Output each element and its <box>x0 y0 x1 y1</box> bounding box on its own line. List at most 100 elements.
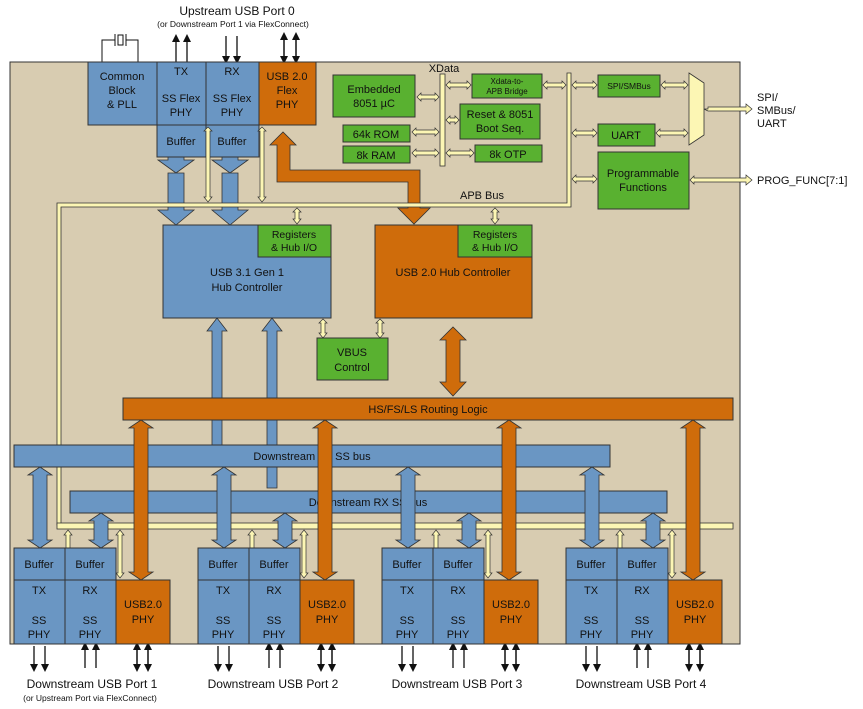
svg-text:UART: UART <box>611 130 641 142</box>
port2-ss-label: SS <box>216 615 231 627</box>
svg-text:& Hub I/O: & Hub I/O <box>271 242 317 254</box>
port3-ss-rx-label: SS <box>451 615 466 627</box>
port2-buffer-tx-label: Buffer <box>208 559 237 571</box>
svg-text:USB 2.0 Hub Controller: USB 2.0 Hub Controller <box>396 267 511 279</box>
svg-text:USB 2.0: USB 2.0 <box>267 71 308 83</box>
svg-text:Registers: Registers <box>473 229 517 241</box>
port4-buffer-tx-label: Buffer <box>576 559 605 571</box>
title: Upstream USB Port 0 <box>179 4 295 18</box>
port4-buffer-tx <box>565 547 618 581</box>
embedded-8051 <box>332 74 416 118</box>
routing-logic <box>122 397 734 421</box>
port2-apb-link-right <box>299 529 309 579</box>
port4-phy-rx-label: PHY <box>631 629 654 641</box>
port3-ss-phy-tx <box>381 579 434 645</box>
svg-text:8051 µC: 8051 µC <box>353 98 395 110</box>
port2-label: Downstream USB Port 2 <box>208 677 339 691</box>
usb20-flex-phy <box>258 61 317 126</box>
port3-tx-label: TX <box>400 585 415 597</box>
svg-text:64k ROM: 64k ROM <box>353 129 399 141</box>
spi-out-label-1: SPI/ <box>757 92 779 104</box>
port2-ss-phy-rx <box>248 579 301 645</box>
port3-phy-rx-label: PHY <box>447 629 470 641</box>
port3-phy-label: PHY <box>396 629 419 641</box>
port4-tx-label: TX <box>584 585 599 597</box>
rom-64k <box>342 124 411 143</box>
port1-ss-phy-rx <box>64 579 117 645</box>
spi-smbus-block <box>597 74 661 98</box>
svg-text:SS Flex: SS Flex <box>162 93 201 105</box>
usb20-hub: USB 2.0 Hub Controller Registers & Hub I… <box>374 224 533 319</box>
svg-text:Flex: Flex <box>277 85 298 97</box>
apb-bus: APB Bus <box>56 72 734 530</box>
svg-text:PHY: PHY <box>276 99 299 111</box>
svg-text:Common: Common <box>100 71 145 83</box>
svg-text:Control: Control <box>334 362 369 374</box>
svg-text:8k RAM: 8k RAM <box>356 150 395 162</box>
uart-block <box>597 123 656 147</box>
port2-usb2-label: USB2.0 <box>308 599 346 611</box>
port3-usb2-label: USB2.0 <box>492 599 530 611</box>
port2-rx-label: RX <box>266 585 282 597</box>
ss-tx-label: TX <box>174 66 189 78</box>
port3-buffer-rx-label: Buffer <box>443 559 472 571</box>
port3-buffer-rx <box>432 547 485 581</box>
port1-usb2-label: USB2.0 <box>124 599 162 611</box>
port-arrows <box>26 419 707 672</box>
port3-ss-phy-rx <box>432 579 485 645</box>
prog-func-label: PROG_FUNC[7:1] <box>757 175 847 187</box>
xdata-label: XData <box>429 63 460 75</box>
reset-boot-seq <box>459 103 541 140</box>
port3-buffer-tx <box>381 547 434 581</box>
port3-usb2-phy <box>483 579 539 645</box>
upstream-block: Common Block & PLL TX SS Flex PHY RX SS … <box>87 61 317 158</box>
svg-text:Xdata-to-: Xdata-to- <box>491 77 524 86</box>
port2-usb2-phy-label: PHY <box>316 614 339 626</box>
port1-apb-link-right <box>115 529 125 579</box>
port4-buffer-rx-label: Buffer <box>627 559 656 571</box>
svg-text:Boot Seq.: Boot Seq. <box>476 123 524 135</box>
spi-uart-mux <box>688 72 705 146</box>
port3-ss-label: SS <box>400 615 415 627</box>
port4-rx-label: RX <box>634 585 650 597</box>
usb31-hub: USB 3.1 Gen 1 Hub Controller Registers &… <box>162 224 332 319</box>
upstream-pin-arrows <box>172 32 300 64</box>
svg-text:USB 3.1 Gen 1: USB 3.1 Gen 1 <box>210 267 284 279</box>
port2-buffer-rx-label: Buffer <box>259 559 288 571</box>
port3-label: Downstream USB Port 3 <box>392 677 523 691</box>
svg-text:VBUS: VBUS <box>337 347 367 359</box>
port2-ss-rx-label: SS <box>267 615 282 627</box>
svg-text:SS Flex: SS Flex <box>213 93 252 105</box>
otp-8k <box>474 144 543 163</box>
spi-out-label-3: UART <box>757 118 787 130</box>
port3-apb-link-right <box>483 529 493 579</box>
port1-phy-label: PHY <box>28 629 51 641</box>
port1-buffer-rx <box>64 547 117 581</box>
port1-buffer-tx <box>13 547 66 581</box>
port3-rx-label: RX <box>450 585 466 597</box>
svg-text:SPI/SMBus: SPI/SMBus <box>607 81 650 91</box>
xdata-bus: XData <box>429 63 460 167</box>
svg-text:8k OTP: 8k OTP <box>489 149 526 161</box>
svg-text:Functions: Functions <box>619 182 667 194</box>
programmable-functions <box>597 151 690 210</box>
port1-ss-label: SS <box>32 615 47 627</box>
svg-text:Downstream RX SS bus: Downstream RX SS bus <box>309 497 428 509</box>
ram-8k <box>342 145 411 164</box>
svg-text:HS/FS/LS Routing Logic: HS/FS/LS Routing Logic <box>368 404 488 416</box>
xdata-apb-bridge <box>471 73 543 99</box>
port1-rx-label: RX <box>82 585 98 597</box>
svg-text:Buffer: Buffer <box>217 136 246 148</box>
port1-usb2-phy <box>115 579 171 645</box>
peripherals: SPI/SMBus UART Programmable Functions SP… <box>597 74 847 210</box>
common-block-pll <box>87 61 158 126</box>
port4-phy-label: PHY <box>580 629 603 641</box>
subtitle: (or Downstream Port 1 via FlexConnect) <box>157 19 309 29</box>
usb31-registers <box>257 224 332 258</box>
port2-phy-rx-label: PHY <box>263 629 286 641</box>
svg-text:Reset & 8051: Reset & 8051 <box>467 109 534 121</box>
port1-tx-label: TX <box>32 585 47 597</box>
